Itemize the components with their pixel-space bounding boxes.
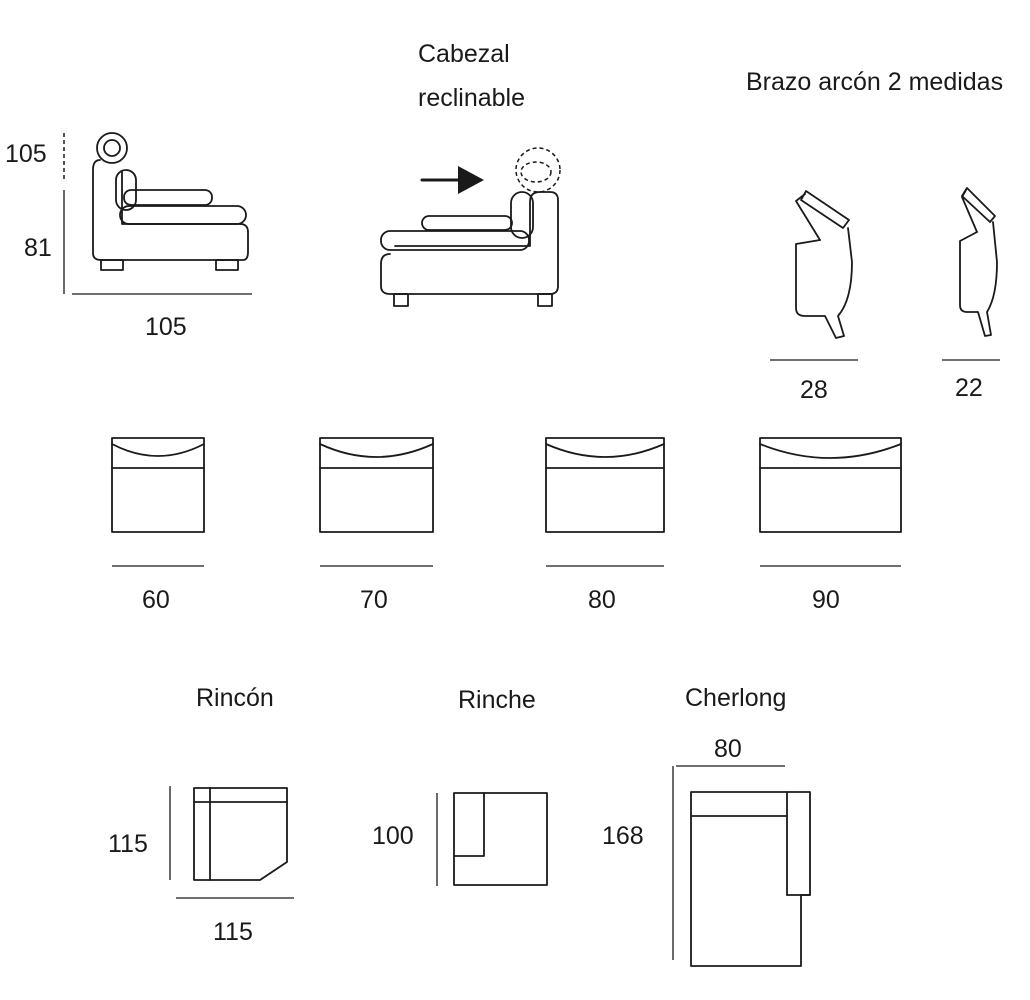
module-60-drawing <box>111 437 205 567</box>
cherlong-length: 168 <box>602 822 644 850</box>
side-view-height-seat: 81 <box>24 234 52 262</box>
cherlong-drawing <box>672 765 811 967</box>
module-width-60: 60 <box>142 586 170 614</box>
headrest-title-line1: Cabezal <box>418 40 510 68</box>
rincon-drawing <box>169 786 294 899</box>
arm-width-28: 28 <box>800 376 828 404</box>
module-90-drawing <box>759 437 902 567</box>
arm-width-22: 22 <box>955 374 983 402</box>
rinche-title: Rinche <box>458 686 536 714</box>
module-70-drawing <box>319 437 434 567</box>
side-view-height-total: 105 <box>5 140 47 168</box>
cherlong-width: 80 <box>714 735 742 763</box>
module-width-80: 80 <box>588 586 616 614</box>
cherlong-title: Cherlong <box>685 684 787 712</box>
rinche-drawing <box>436 792 548 886</box>
arrow-right-icon <box>458 166 484 194</box>
module-width-70: 70 <box>360 586 388 614</box>
rincon-height: 115 <box>108 830 148 858</box>
module-80-drawing <box>545 437 665 567</box>
arm-28-drawing <box>770 190 858 361</box>
rincon-width: 115 <box>213 918 253 946</box>
arm-22-drawing <box>942 187 1000 361</box>
side-view-depth: 105 <box>145 313 187 341</box>
rinche-height: 100 <box>372 822 414 850</box>
module-width-90: 90 <box>812 586 840 614</box>
arms-title: Brazo arcón 2 medidas <box>746 68 1004 96</box>
side-view-drawing <box>63 132 252 295</box>
headrest-title-line2: reclinable <box>418 84 526 112</box>
rincon-title: Rincón <box>196 684 274 712</box>
headrest-drawing <box>380 147 561 307</box>
